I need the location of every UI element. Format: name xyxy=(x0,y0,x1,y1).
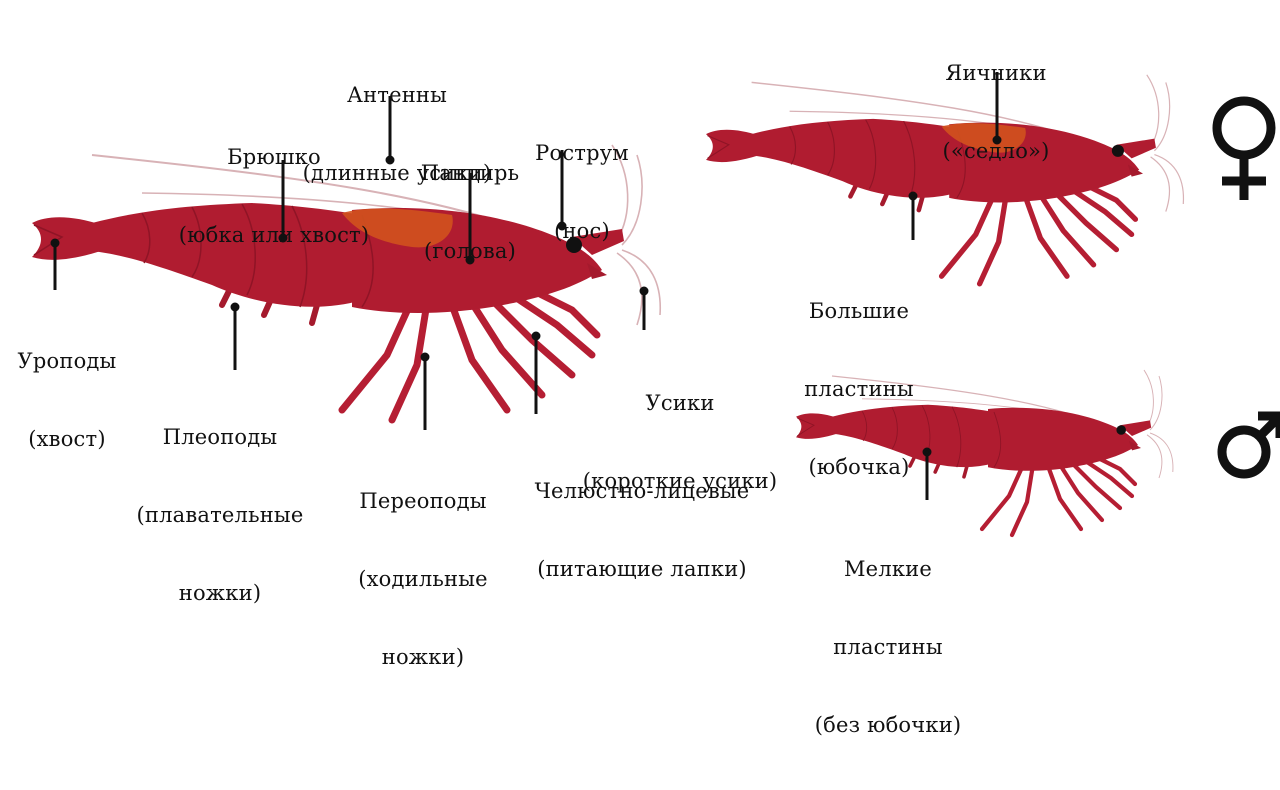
label-antennules: Усики (короткие усики) xyxy=(562,338,798,546)
label-large-plates: Большие пластины (юбочка) xyxy=(790,246,928,532)
male-symbol-icon xyxy=(1222,416,1280,474)
label-uropods: Уроподы (хвост) xyxy=(0,296,134,504)
label-rostrum: Рострум (нос) xyxy=(518,88,646,296)
label-pleopods: Плеоподы (плавательные ножки) xyxy=(120,372,320,658)
label-small-plates: Мелкие пластины (без юбочки) xyxy=(796,504,980,790)
label-carapace: Панцирь (голова) xyxy=(404,108,536,316)
shrimp-anatomy-diagram: Антенны (длинные усики) Брюшко (юбка или… xyxy=(0,0,1280,590)
label-ovaries: Яичники («седло») xyxy=(920,8,1072,216)
label-abdomen: Брюшко (юбка или хвост) xyxy=(160,92,388,300)
label-pereopods: Переоподы (ходильные ножки) xyxy=(338,436,508,722)
female-symbol-icon xyxy=(1217,101,1271,200)
